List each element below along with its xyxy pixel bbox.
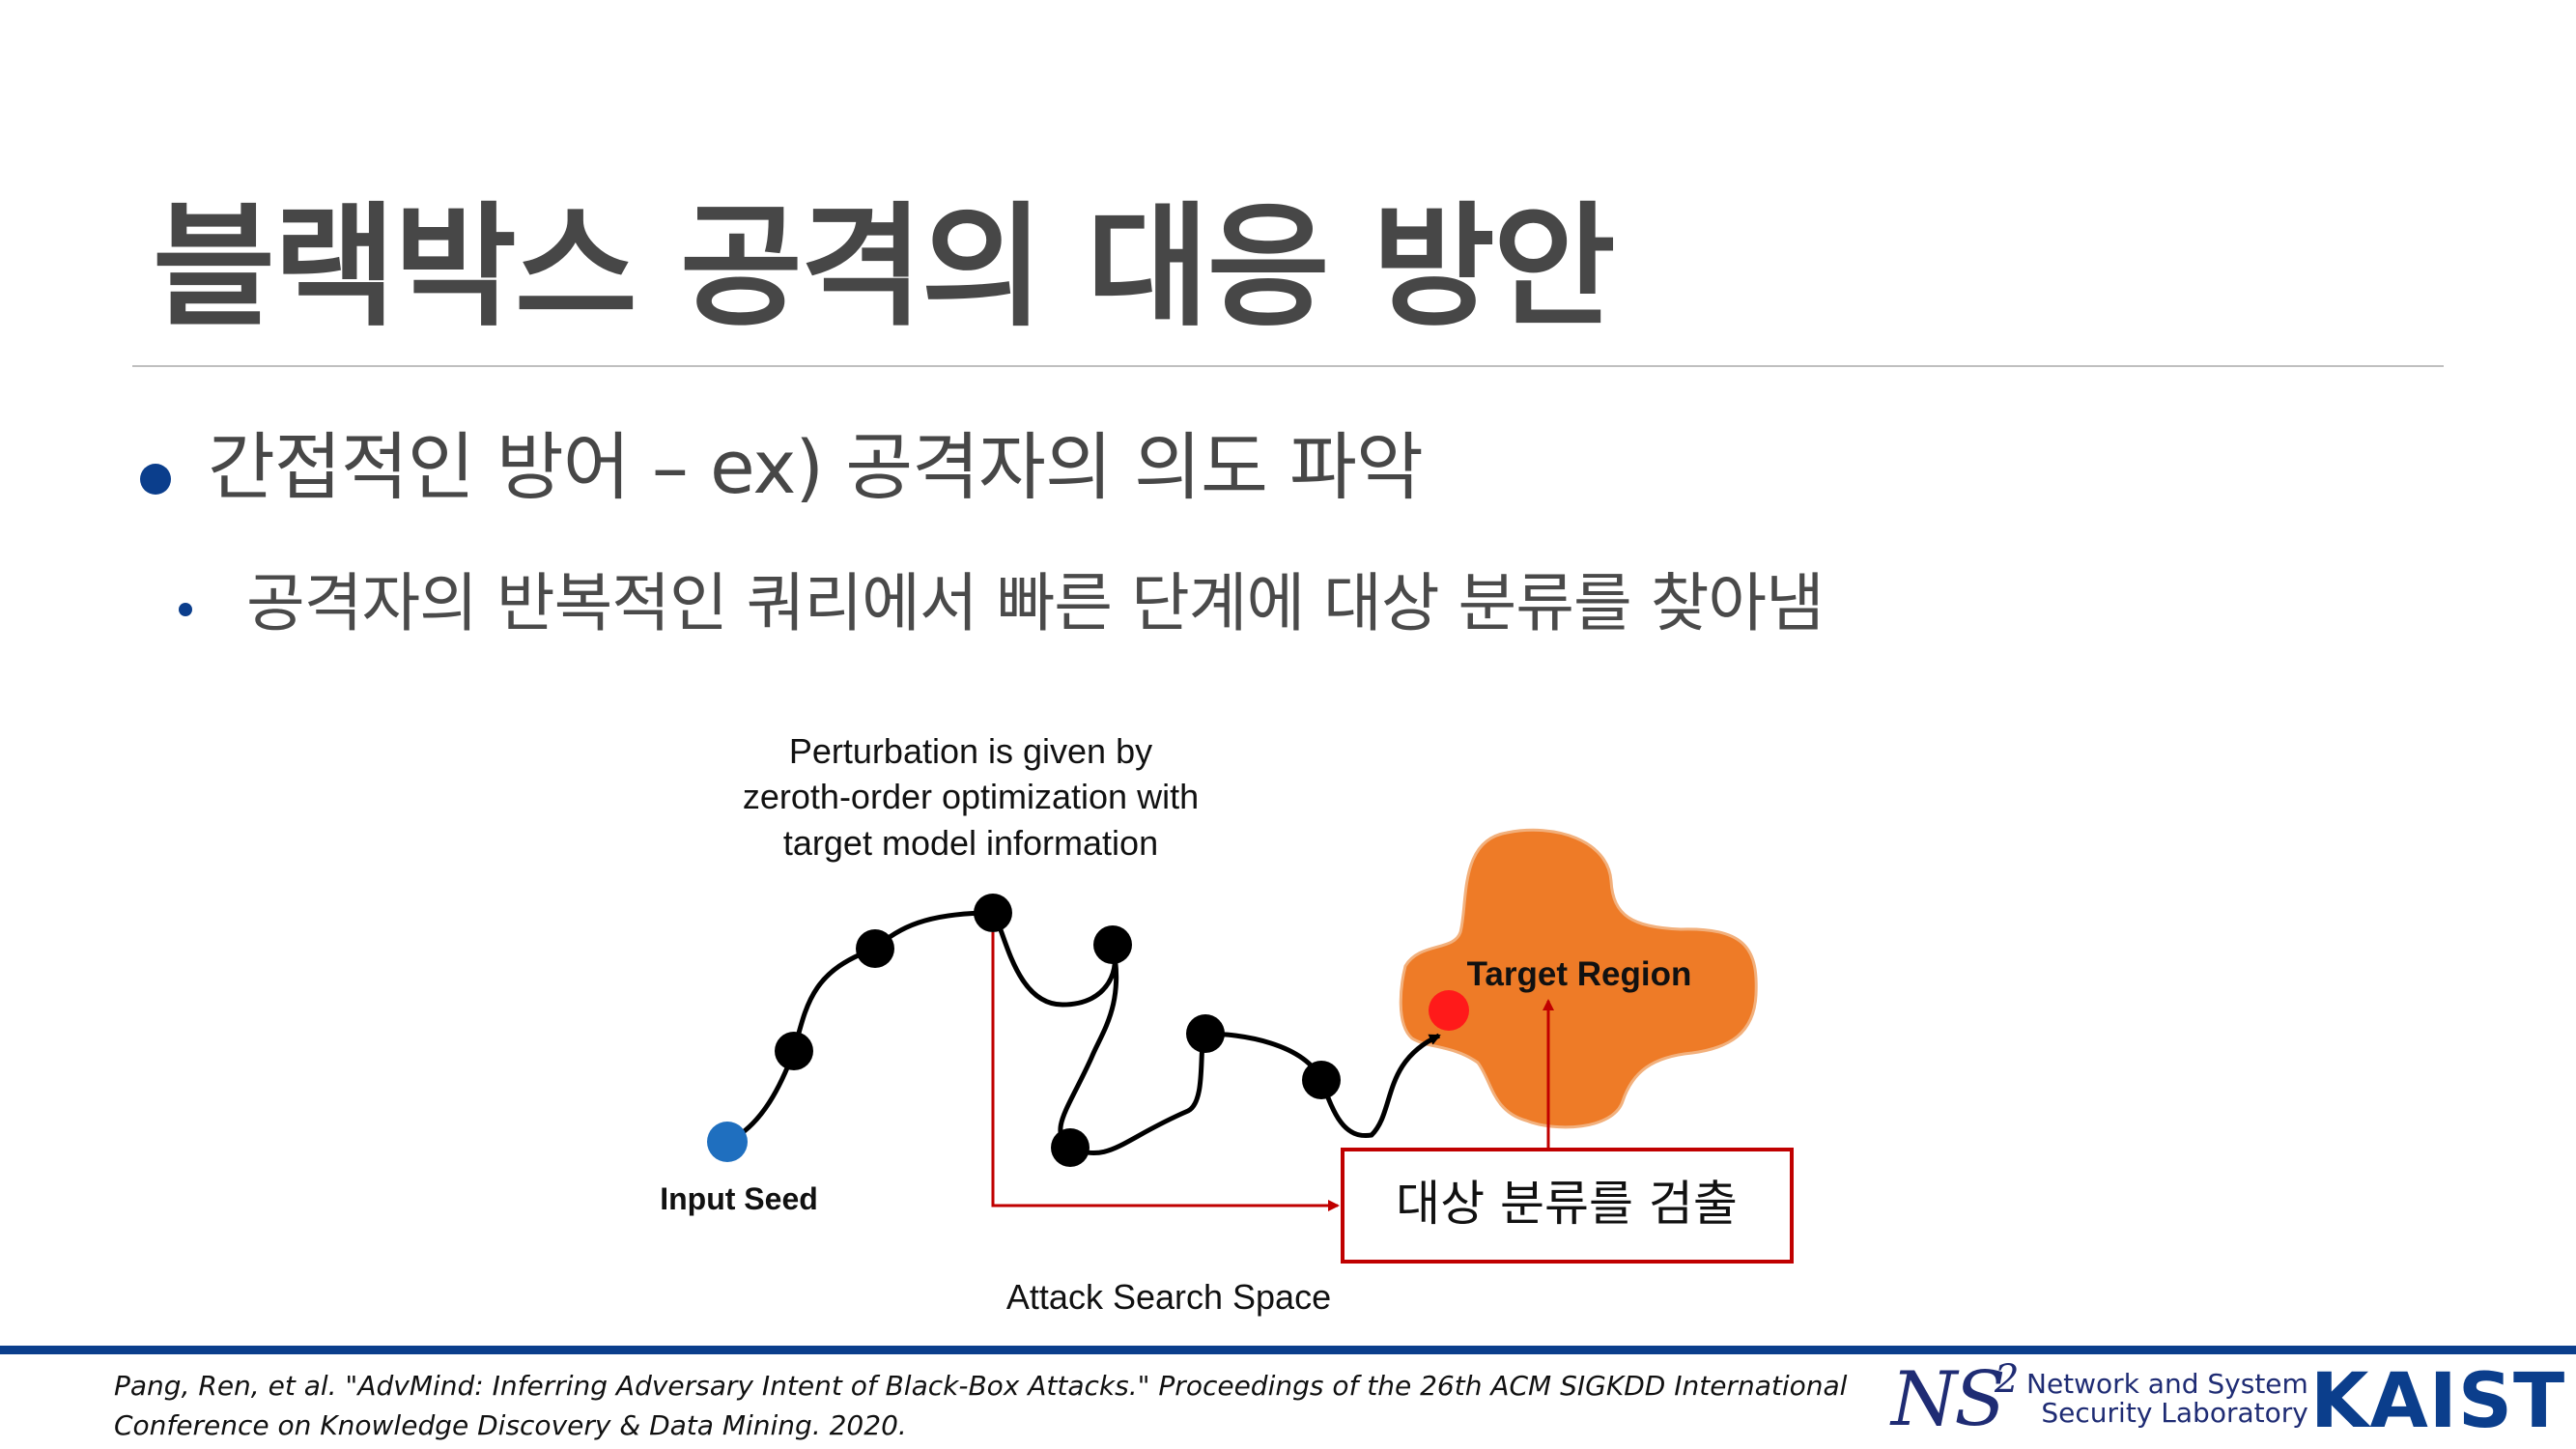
input-seed-point [707, 1122, 748, 1162]
citation: Pang, Ren, et al. "AdvMind: Inferring Ad… [114, 1366, 1911, 1445]
input-seed-label: Input Seed [660, 1181, 818, 1216]
ns2-logo-superscript: 2 [1995, 1357, 2020, 1402]
query-point [856, 929, 894, 968]
slide-title: 블랙박스 공격의 대응 방안 [153, 189, 1616, 345]
query-point [1093, 925, 1132, 964]
bullet-level1-dot [140, 464, 171, 495]
ns2-logo-text: NS [1891, 1356, 2006, 1443]
bullet-level2-dot [179, 603, 192, 616]
target-point [1429, 990, 1469, 1031]
query-point [775, 1032, 813, 1070]
title-divider [132, 365, 2444, 367]
detect-box-label: 대상 분류를 검출 [1396, 1176, 1738, 1232]
search-space-label: Attack Search Space [1006, 1277, 1331, 1317]
annotation-arrow-to-box [991, 932, 1340, 1211]
target-region-label: Target Region [1467, 955, 1692, 993]
lab-name-line2: Security Laboratory [2041, 1397, 2308, 1429]
search-trajectory [725, 910, 1441, 1156]
perturbation-caption-line2: zeroth-order optimization with [743, 777, 1199, 816]
perturbation-caption-line3: target model information [783, 823, 1158, 863]
perturbation-caption-line1: Perturbation is given by [789, 731, 1152, 771]
detect-box [1341, 1148, 1794, 1264]
citation-line2: Conference on Knowledge Discovery & Data… [114, 1409, 907, 1441]
query-point [974, 894, 1012, 932]
bullet-level1-text: 간접적인 방어 – ex) 공격자의 의도 파악 [208, 424, 1424, 510]
citation-line1: Pang, Ren, et al. "AdvMind: Inferring Ad… [114, 1370, 1848, 1402]
query-point [1302, 1061, 1341, 1099]
query-point [1186, 1014, 1225, 1053]
bullet-level2-text: 공격자의 반복적인 쿼리에서 빠른 단계에 대상 분류를 찾아냄 [246, 566, 1825, 640]
query-point [1051, 1128, 1090, 1167]
target-region-blob [1399, 828, 1758, 1129]
footer-divider [0, 1346, 2576, 1354]
kaist-logo: KAIST [2310, 1358, 2566, 1445]
lab-name-line1: Network and System [2026, 1368, 2308, 1400]
lab-name: Network and System Security Laboratory [2026, 1370, 2308, 1428]
